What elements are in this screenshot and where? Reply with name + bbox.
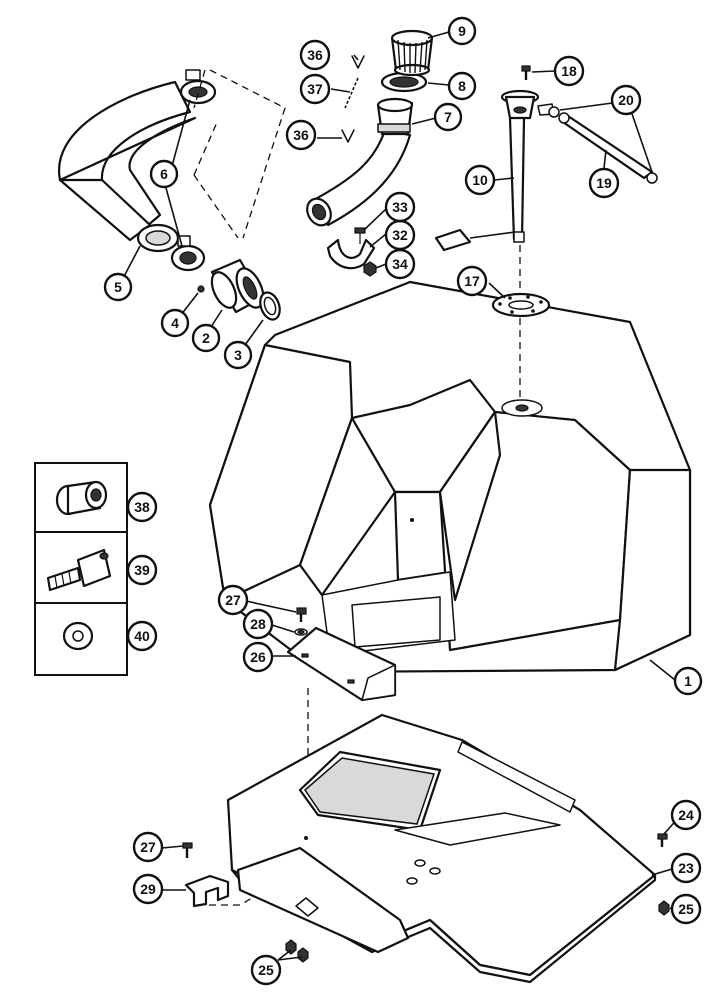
gasket (259, 291, 281, 321)
callout-6: 6 (149, 159, 179, 189)
svg-text:10: 10 (472, 172, 488, 188)
callout-39: 39 (126, 554, 158, 586)
sender-screw (521, 65, 531, 80)
bracket-bolt-upper (296, 607, 307, 622)
bracket-nut (363, 261, 377, 277)
callout-33: 33 (384, 191, 416, 223)
svg-text:3: 3 (234, 347, 242, 363)
svg-text:19: 19 (596, 175, 612, 191)
plate-screw-right (657, 833, 668, 847)
svg-text:26: 26 (250, 649, 266, 665)
callout-27-upper: 27 (217, 584, 249, 616)
callout-29: 29 (132, 873, 164, 905)
callout-1: 1 (673, 666, 703, 696)
svg-text:25: 25 (258, 962, 274, 978)
adapter-fitting (46, 548, 112, 592)
callout-18: 18 (553, 55, 585, 87)
screw (197, 285, 205, 293)
callout-4: 4 (160, 308, 190, 338)
svg-text:5: 5 (114, 279, 122, 295)
vent-clamp-lower (646, 172, 658, 184)
svg-text:37: 37 (307, 81, 323, 97)
callout-17: 17 (456, 265, 488, 297)
chain-clip-upper (351, 55, 365, 69)
filler-strainer-ring (380, 71, 428, 93)
svg-text:8: 8 (458, 78, 466, 94)
sender-gasket (491, 292, 551, 318)
callout-27-lower: 27 (132, 831, 164, 863)
mounting-clip (184, 874, 230, 908)
svg-text:29: 29 (140, 881, 156, 897)
svg-text:24: 24 (678, 807, 694, 823)
svg-text:36: 36 (293, 127, 309, 143)
callout-40: 40 (126, 620, 158, 652)
svg-text:34: 34 (392, 256, 408, 272)
svg-text:20: 20 (618, 92, 634, 108)
callout-36-upper: 36 (299, 39, 331, 71)
cap-chain (344, 77, 359, 109)
callout-32: 32 (384, 219, 416, 251)
callout-34: 34 (384, 248, 416, 280)
callout-26: 26 (242, 641, 274, 673)
callout-9: 9 (447, 16, 477, 46)
svg-text:28: 28 (250, 616, 266, 632)
svg-text:25: 25 (678, 901, 694, 917)
svg-text:4: 4 (171, 315, 179, 331)
tank-mounting-bracket (286, 626, 397, 702)
svg-text:32: 32 (392, 227, 408, 243)
callout-24: 24 (670, 799, 702, 831)
callout-20: 20 (610, 84, 642, 116)
bracket-bolt-lower (182, 842, 193, 858)
svg-text:33: 33 (392, 199, 408, 215)
callout-25-lower: 25 (250, 954, 282, 986)
fuel-tank (208, 280, 692, 674)
svg-text:6: 6 (160, 166, 168, 182)
svg-text:18: 18 (561, 63, 577, 79)
lower-mounting-plate (236, 846, 410, 954)
svg-text:39: 39 (134, 562, 150, 578)
callout-19: 19 (588, 167, 620, 199)
plate-nuts-lower (285, 939, 309, 963)
callout-5: 5 (103, 272, 133, 302)
vent-clamp-upper (548, 106, 560, 118)
callout-25-right: 25 (670, 893, 702, 925)
svg-text:7: 7 (444, 109, 452, 125)
svg-text:27: 27 (140, 839, 156, 855)
hose-clamp-lower (170, 235, 206, 272)
callout-36-lower: 36 (285, 119, 317, 151)
svg-text:2: 2 (202, 330, 210, 346)
chain-clip-lower (341, 129, 355, 143)
filler-adapter (210, 258, 265, 314)
flat-washer (62, 621, 94, 651)
bracket-bolt (354, 227, 366, 244)
callout-38: 38 (126, 491, 158, 523)
svg-text:23: 23 (678, 860, 694, 876)
bracket-washer (294, 628, 308, 636)
svg-text:36: 36 (307, 47, 323, 63)
filler-neck-tube (306, 97, 414, 227)
plate-nut-right (658, 900, 670, 916)
filler-hose (57, 80, 197, 253)
hose-clamp-upper (179, 69, 217, 105)
svg-text:38: 38 (134, 499, 150, 515)
svg-text:17: 17 (464, 273, 480, 289)
callout-37: 37 (299, 73, 331, 105)
svg-text:9: 9 (458, 23, 466, 39)
assembly-lines (193, 69, 521, 906)
callout-23: 23 (670, 852, 702, 884)
callout-28: 28 (242, 608, 274, 640)
neck-support-bracket (326, 238, 376, 270)
flanged-bushing (55, 480, 108, 516)
callout-2: 2 (191, 323, 221, 353)
svg-text:27: 27 (225, 592, 241, 608)
svg-text:1: 1 (684, 673, 692, 689)
fuel-cap (390, 29, 434, 77)
svg-text:40: 40 (134, 628, 150, 644)
callout-7: 7 (433, 102, 463, 132)
callout-8: 8 (447, 71, 477, 101)
fuel-level-sender (434, 89, 555, 252)
callout-10: 10 (464, 164, 496, 196)
callout-3: 3 (223, 340, 253, 370)
